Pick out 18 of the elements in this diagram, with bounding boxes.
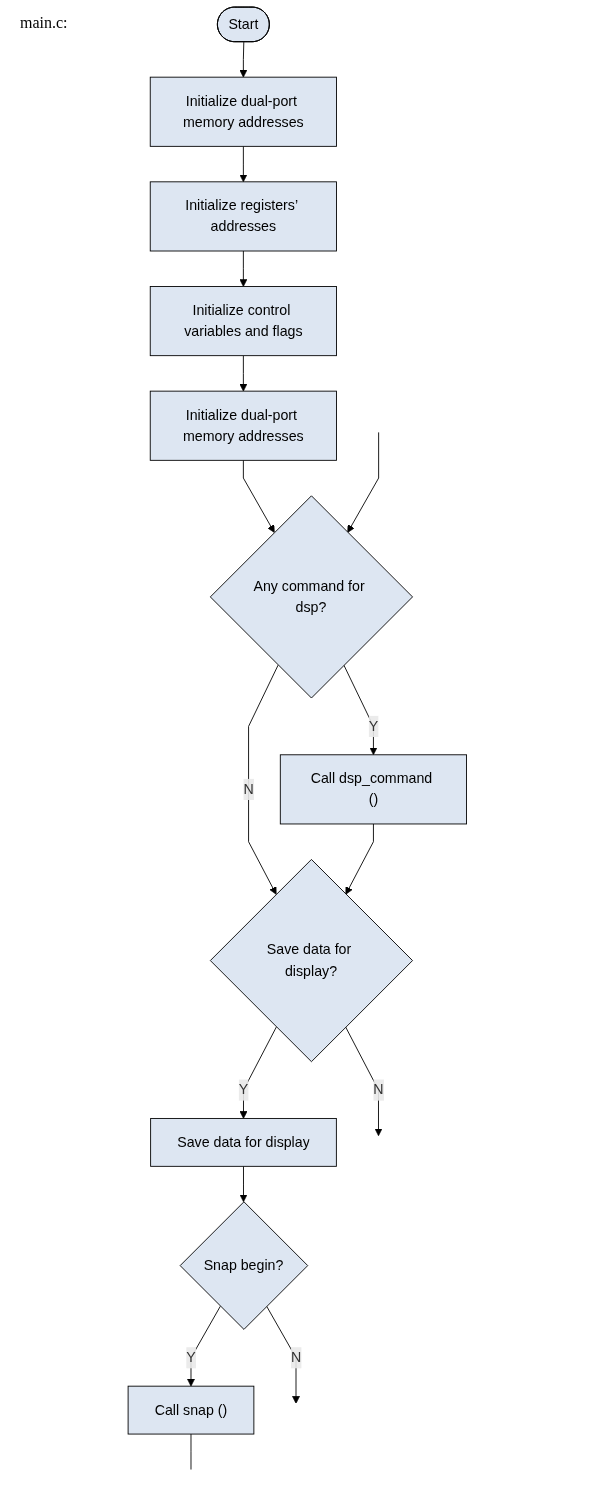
- edge-label: Y: [186, 1349, 196, 1365]
- node-box: Call snap (): [127, 1385, 255, 1435]
- node-box: Call dsp_command (): [280, 754, 468, 825]
- edge-label: Y: [238, 1082, 249, 1098]
- node-box: Initialize dual-port memory addresses: [149, 390, 338, 461]
- node-box: Initialize registers’ addresses: [149, 181, 338, 252]
- connector: [190, 1433, 192, 1470]
- edge-label: N: [243, 781, 254, 797]
- node-box: Save data for display: [150, 1118, 337, 1167]
- file-name-label: main.c:: [20, 14, 68, 32]
- edge-label: N: [291, 1349, 302, 1365]
- node-diamond: Snap begin?: [179, 1201, 309, 1330]
- node-box: Initialize dual-port memory addresses: [149, 76, 338, 147]
- node-diamond: Any command for dsp?: [210, 495, 414, 699]
- edge-label: N: [373, 1082, 384, 1098]
- node-box: Initialize control variables and flags: [149, 286, 338, 357]
- node-diamond: Save data for display?: [210, 859, 414, 1063]
- edge-label: Y: [368, 718, 379, 734]
